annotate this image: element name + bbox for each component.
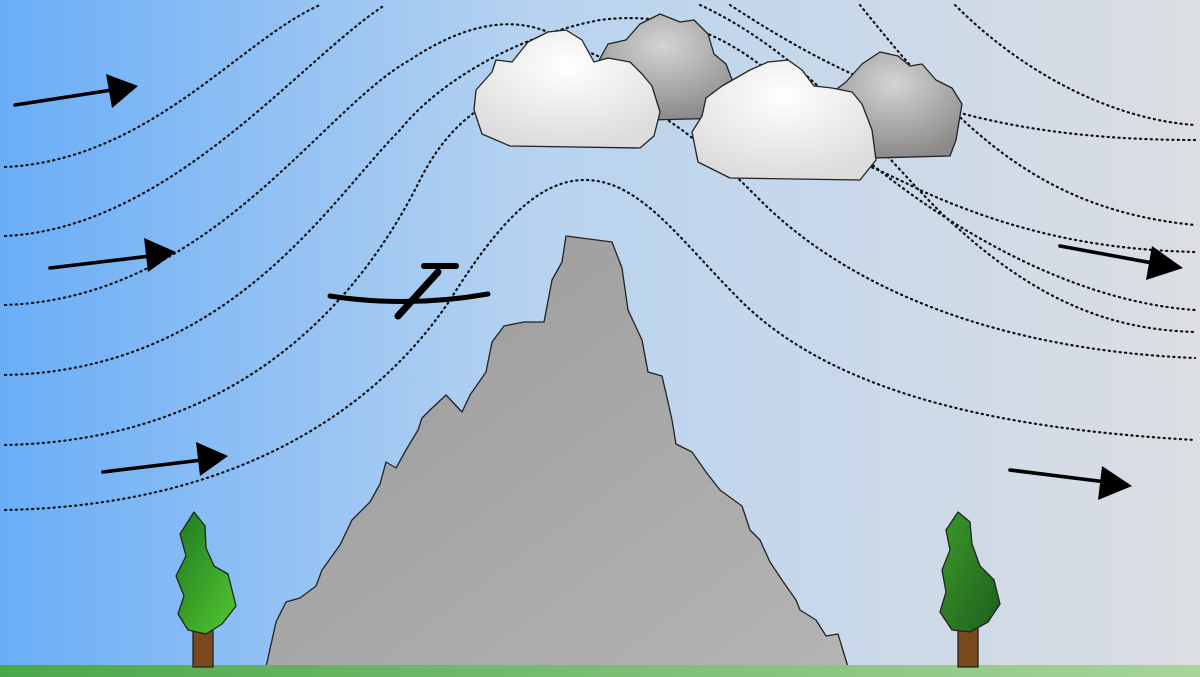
ground <box>0 665 1200 677</box>
